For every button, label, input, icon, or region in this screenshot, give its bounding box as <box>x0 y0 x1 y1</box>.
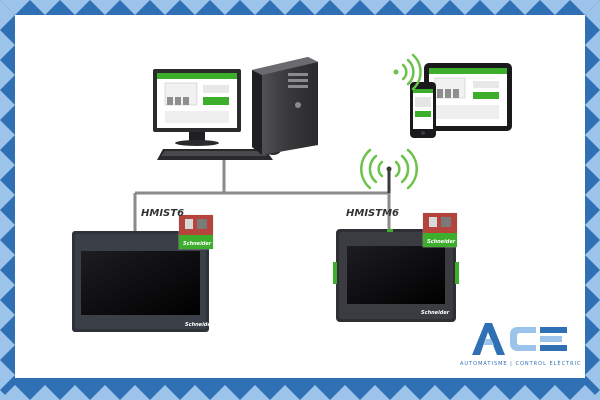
diagram-canvas: Schneider Schneider Schneider <box>15 15 585 378</box>
border-triangle <box>450 385 480 400</box>
border-triangle <box>420 0 450 15</box>
border-triangle <box>30 0 60 15</box>
border-triangle <box>360 0 390 15</box>
border-triangle <box>240 0 270 15</box>
wifi-signal-icon <box>393 53 422 91</box>
border-triangle <box>585 90 600 120</box>
network-cable <box>133 150 391 233</box>
border-triangle <box>60 385 90 400</box>
hmistm6-product-thumbnail: Schneider <box>422 212 458 248</box>
desktop-monitor <box>153 69 241 146</box>
border-triangle <box>90 385 120 400</box>
logo-tagline: AUTOMATISME | CONTROL ELÈCTRIC <box>460 361 582 367</box>
tablet <box>424 63 512 131</box>
hmist6-label: HMIST6 <box>141 208 185 219</box>
border-triangle <box>590 390 600 400</box>
border-triangle <box>450 0 480 15</box>
network-diagram: Schneider Schneider Schneider <box>72 53 512 332</box>
border-triangle <box>60 0 90 15</box>
border-triangle <box>585 210 600 240</box>
border-triangle <box>150 0 180 15</box>
border-triangle <box>210 0 240 15</box>
border-triangle <box>30 385 60 400</box>
wifi-waves-icon <box>360 148 418 190</box>
hmistm6-panel: Schneider <box>333 229 459 322</box>
border-triangle <box>180 0 210 15</box>
border-triangle <box>585 30 600 60</box>
border-triangle <box>0 390 10 400</box>
border-triangle <box>585 60 600 90</box>
border-triangle <box>390 385 420 400</box>
border-triangle <box>300 385 330 400</box>
border-triangle <box>585 180 600 210</box>
border-triangle <box>570 0 600 15</box>
ace-logo: AUTOMATISME | CONTROL ELÈCTRIC <box>460 319 582 377</box>
border-triangle <box>210 385 240 400</box>
hmistm6-label: HMISTM6 <box>346 208 399 219</box>
antenna-icon <box>386 166 392 193</box>
border-triangle <box>585 150 600 180</box>
border-triangle <box>585 300 600 330</box>
border-triangle <box>90 0 120 15</box>
border-triangle <box>540 0 570 15</box>
border-triangle <box>0 210 15 240</box>
border-triangle <box>0 360 15 390</box>
border-triangle <box>330 385 360 400</box>
border-triangle <box>585 120 600 150</box>
border-triangle <box>0 330 15 360</box>
border-triangle <box>0 300 15 330</box>
border-triangle <box>0 385 30 400</box>
border-triangle <box>480 385 510 400</box>
smartphone <box>410 82 436 138</box>
border-triangle <box>510 0 540 15</box>
border-triangle <box>360 385 390 400</box>
border-triangle <box>540 385 570 400</box>
border-triangle <box>585 240 600 270</box>
border-triangle <box>585 270 600 300</box>
hmist6-product-thumbnail: Schneider <box>178 214 214 250</box>
border-triangle <box>0 240 15 270</box>
border-triangle <box>480 0 510 15</box>
border-triangle <box>0 0 30 15</box>
border-triangle <box>120 385 150 400</box>
border-triangle <box>570 385 600 400</box>
border-triangle <box>0 120 15 150</box>
ace-logo-letters <box>472 323 567 355</box>
svg-text:Schneider: Schneider <box>183 241 212 247</box>
hmist6-panel: Schneider <box>72 231 214 332</box>
border-triangle <box>330 0 360 15</box>
pc-tower <box>252 57 318 155</box>
svg-text:Schneider: Schneider <box>421 310 450 316</box>
border-triangle <box>180 385 210 400</box>
border-triangle <box>240 385 270 400</box>
border-triangle <box>585 330 600 360</box>
border-triangle <box>0 30 15 60</box>
border-triangle <box>390 0 420 15</box>
border-triangle <box>0 60 15 90</box>
border-triangle <box>270 0 300 15</box>
border-triangle <box>585 0 600 30</box>
keyboard <box>157 149 273 160</box>
border-triangle <box>420 385 450 400</box>
svg-text:Schneider: Schneider <box>427 239 456 245</box>
border-triangle <box>120 0 150 15</box>
border-triangle <box>510 385 540 400</box>
border-triangle <box>0 90 15 120</box>
border-triangle <box>150 385 180 400</box>
svg-text:Schneider: Schneider <box>185 322 214 328</box>
border-triangle <box>0 270 15 300</box>
border-triangle <box>0 150 15 180</box>
border-triangle <box>585 360 600 390</box>
border-triangle <box>270 385 300 400</box>
border-triangle <box>300 0 330 15</box>
border-triangle <box>0 0 15 30</box>
border-triangle <box>0 180 15 210</box>
